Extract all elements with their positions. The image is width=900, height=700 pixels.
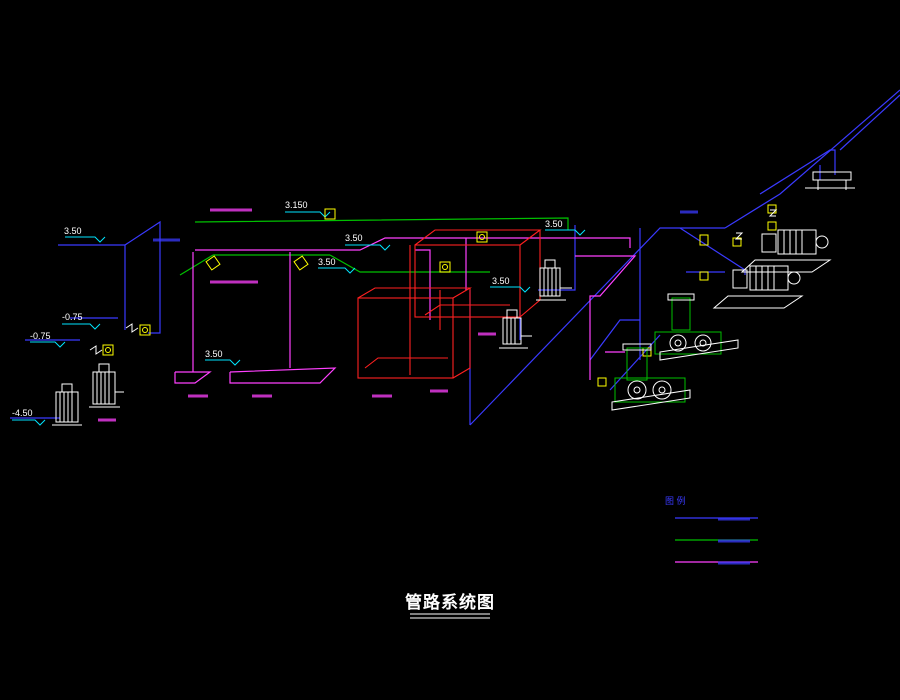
elevation-label: 3.150 xyxy=(285,200,308,210)
elevation-label: -4.50 xyxy=(12,408,33,418)
submersible-pump-icon xyxy=(536,259,572,301)
elevation-markers xyxy=(12,211,586,426)
elevation-label: 3.50 xyxy=(318,257,336,267)
pump-motor-icon xyxy=(712,265,804,309)
submersible-pump-icon xyxy=(499,309,532,349)
valve-fittings xyxy=(102,204,777,387)
magenta-pipe-network xyxy=(174,237,758,563)
elevation-label: 3.50 xyxy=(345,233,363,243)
elevation-label: -0.75 xyxy=(62,312,83,322)
pump-motor-icon xyxy=(740,229,832,273)
pipe-support-icon xyxy=(805,171,855,190)
elevation-label: 3.50 xyxy=(492,276,510,286)
legend-heading: 图 例 xyxy=(665,495,686,506)
elevation-label: 3.50 xyxy=(545,219,563,229)
blower-icon xyxy=(611,343,691,411)
blower-icon xyxy=(654,293,739,361)
elevation-label: -0.75 xyxy=(30,331,51,341)
submersible-pump-icon xyxy=(52,383,82,426)
elevation-label: 3.50 xyxy=(64,226,82,236)
small-label-marks xyxy=(98,208,750,565)
elevation-label: 3.50 xyxy=(205,349,223,359)
title-underline xyxy=(410,613,490,619)
drawing-title: 管路系统图 xyxy=(405,593,495,612)
red-tank-frames xyxy=(357,229,542,379)
submersible-pump-icon xyxy=(89,363,124,408)
green-pipe-network xyxy=(179,217,758,541)
